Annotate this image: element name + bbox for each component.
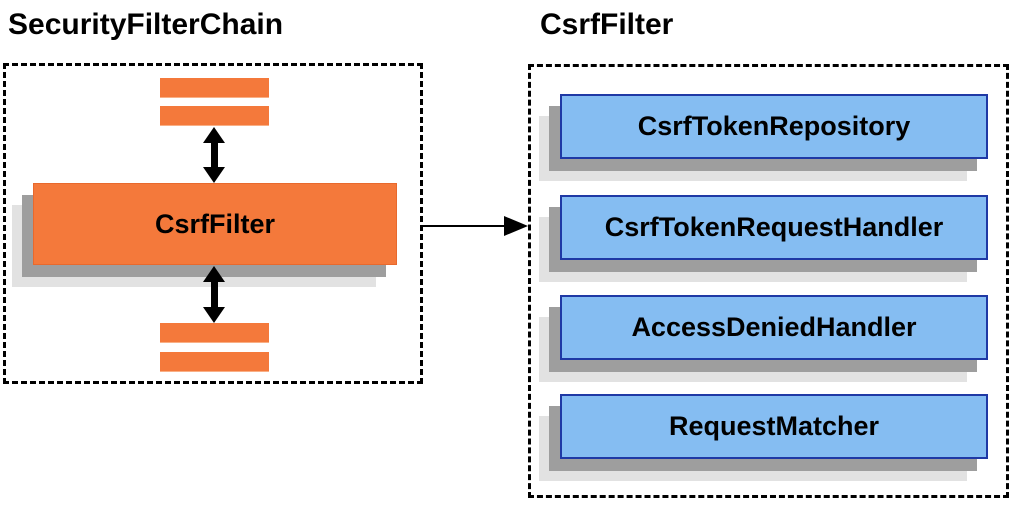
flow-arrow-icon	[423, 216, 528, 236]
csrf-filter-box-label: CsrfFilter	[154, 208, 276, 239]
arrowhead-down-icon	[203, 167, 225, 183]
arrow-shaft	[423, 225, 504, 227]
component-label: AccessDeniedHandler	[631, 312, 917, 342]
security-filter-chain-container	[3, 63, 423, 384]
security-filter-chain-title: SecurityFilterChain	[8, 8, 284, 41]
csrf-filter-box: CsrfFilter	[33, 183, 397, 265]
component-box-csrf-token-request-handler: CsrfTokenRequestHandler	[560, 195, 988, 260]
double-arrow-icon	[203, 127, 225, 183]
filter-bar-top-2	[160, 106, 269, 126]
arrow-shaft	[210, 143, 218, 167]
arrowhead-right-icon	[504, 216, 528, 236]
component-box-request-matcher: RequestMatcher	[560, 394, 988, 459]
component-box-csrf-token-repository: CsrfTokenRepository	[560, 94, 988, 159]
arrowhead-down-icon	[203, 307, 225, 323]
component-box-access-denied-handler: AccessDeniedHandler	[560, 295, 988, 360]
arrow-shaft	[210, 282, 218, 307]
arrowhead-up-icon	[203, 127, 225, 143]
csrf-filter-container	[528, 64, 1009, 498]
filter-bar-bottom-1	[160, 323, 269, 343]
component-label: CsrfTokenRequestHandler	[604, 212, 944, 242]
arrowhead-up-icon	[203, 266, 225, 282]
double-arrow-icon	[203, 266, 225, 323]
csrf-filter-title: CsrfFilter	[540, 8, 674, 41]
component-label: CsrfTokenRepository	[637, 111, 911, 141]
filter-bar-bottom-2	[160, 352, 269, 372]
component-label: RequestMatcher	[668, 411, 880, 441]
filter-bar-top-1	[160, 78, 269, 98]
